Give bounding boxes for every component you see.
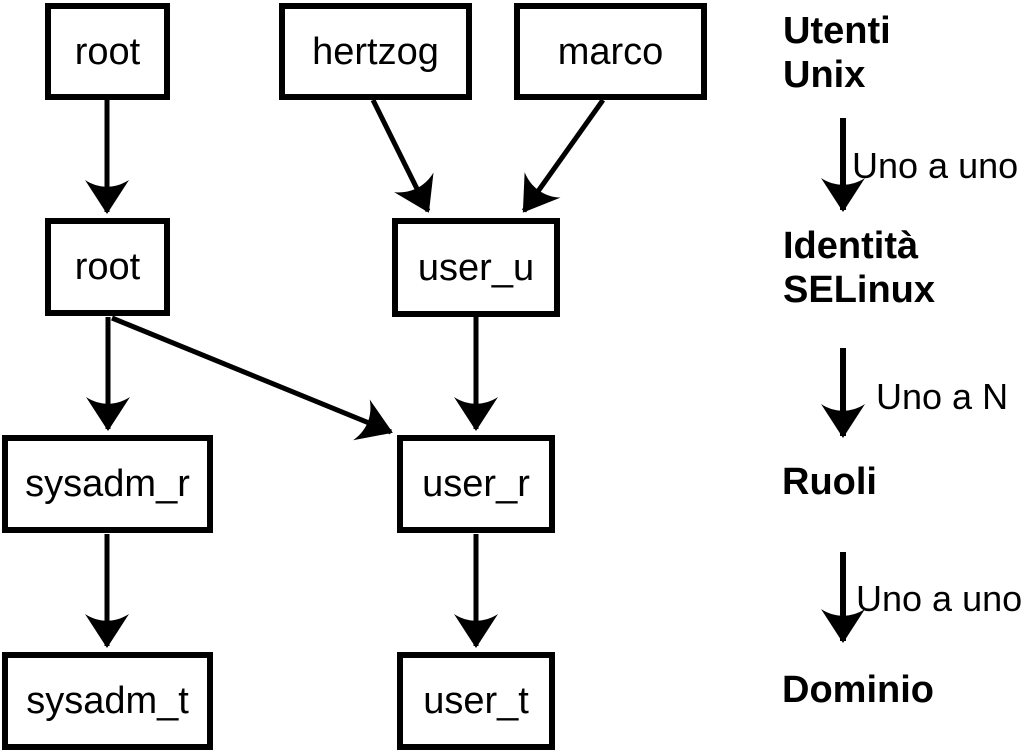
node-domain-user-t: user_t (397, 652, 555, 750)
legend-level-line: SELinux (783, 269, 936, 311)
node-label: user_u (417, 246, 535, 289)
legend-level-dominio: Dominio (782, 668, 934, 712)
legend-relation-uno-a-uno-1: Uno a uno (852, 145, 1019, 186)
legend-level-line: Dominio (782, 669, 934, 711)
node-label: sysadm_t (26, 680, 189, 722)
node-unix-hertzog: hertzog (279, 3, 472, 100)
node-label: root (74, 30, 141, 73)
node-label: marco (557, 30, 664, 73)
legend-level-line: Ruoli (782, 461, 877, 503)
legend-level-ruoli: Ruoli (782, 460, 877, 504)
legend-level-line: Utenti (783, 10, 891, 52)
legend-relation-uno-a-uno-2: Uno a uno (856, 578, 1023, 619)
node-label: root (74, 246, 141, 288)
node-label: user_t (423, 680, 529, 722)
legend-level-line: Unix (783, 54, 866, 96)
node-role-sysadm-r: sysadm_r (2, 435, 213, 533)
edge-marco-to-user-u (521, 98, 606, 213)
legend-relation-uno-a-n: Uno a N (876, 376, 1009, 417)
node-selinux-root: root (45, 218, 170, 316)
edge-hertzog-to-user-u (370, 98, 434, 213)
node-selinux-user-u: user_u (392, 218, 560, 317)
node-unix-root: root (45, 3, 170, 100)
legend-level-line: Identità (783, 225, 919, 267)
legend-level-utenti-unix: Utenti Unix (783, 9, 891, 97)
node-label: user_r (422, 463, 530, 505)
edge-selinux-root-to-user-r (111, 315, 393, 441)
node-role-user-r: user_r (397, 435, 555, 533)
node-unix-marco: marco (514, 3, 707, 100)
node-label: hertzog (312, 30, 439, 73)
node-domain-sysadm-t: sysadm_t (2, 652, 213, 750)
node-label: sysadm_r (25, 463, 190, 505)
legend-level-identita-selinux: Identità SELinux (783, 224, 935, 312)
